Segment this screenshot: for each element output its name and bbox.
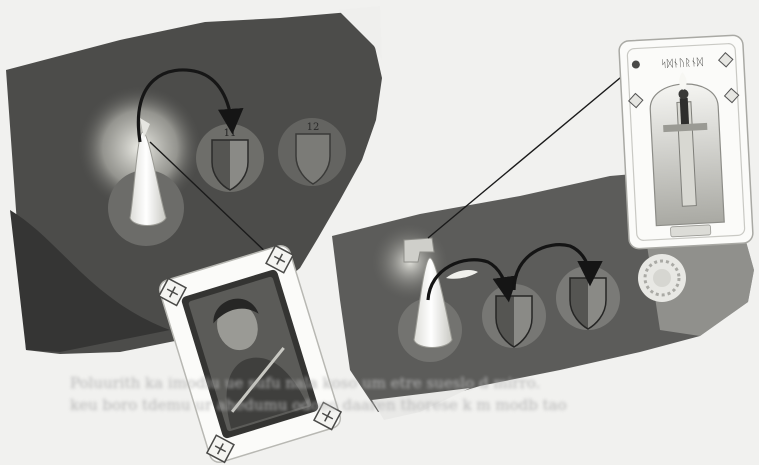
space-number: 11 — [224, 128, 237, 139]
space-number: 12 — [307, 122, 320, 133]
card-footer-plate — [670, 225, 710, 237]
blurred-caption: Poluurith ka imodiu ue sufu nala koso um… — [70, 372, 750, 416]
sun-emblem-icon — [638, 254, 686, 302]
card-title: ᛋᛞᚾᚢᚱᚾᛞ — [661, 56, 704, 70]
hero-card[interactable] — [155, 242, 345, 465]
sword-card[interactable]: ᛋᛞᚾᚢᚱᚾᛞ — [619, 35, 754, 249]
sword-grip — [680, 98, 689, 124]
